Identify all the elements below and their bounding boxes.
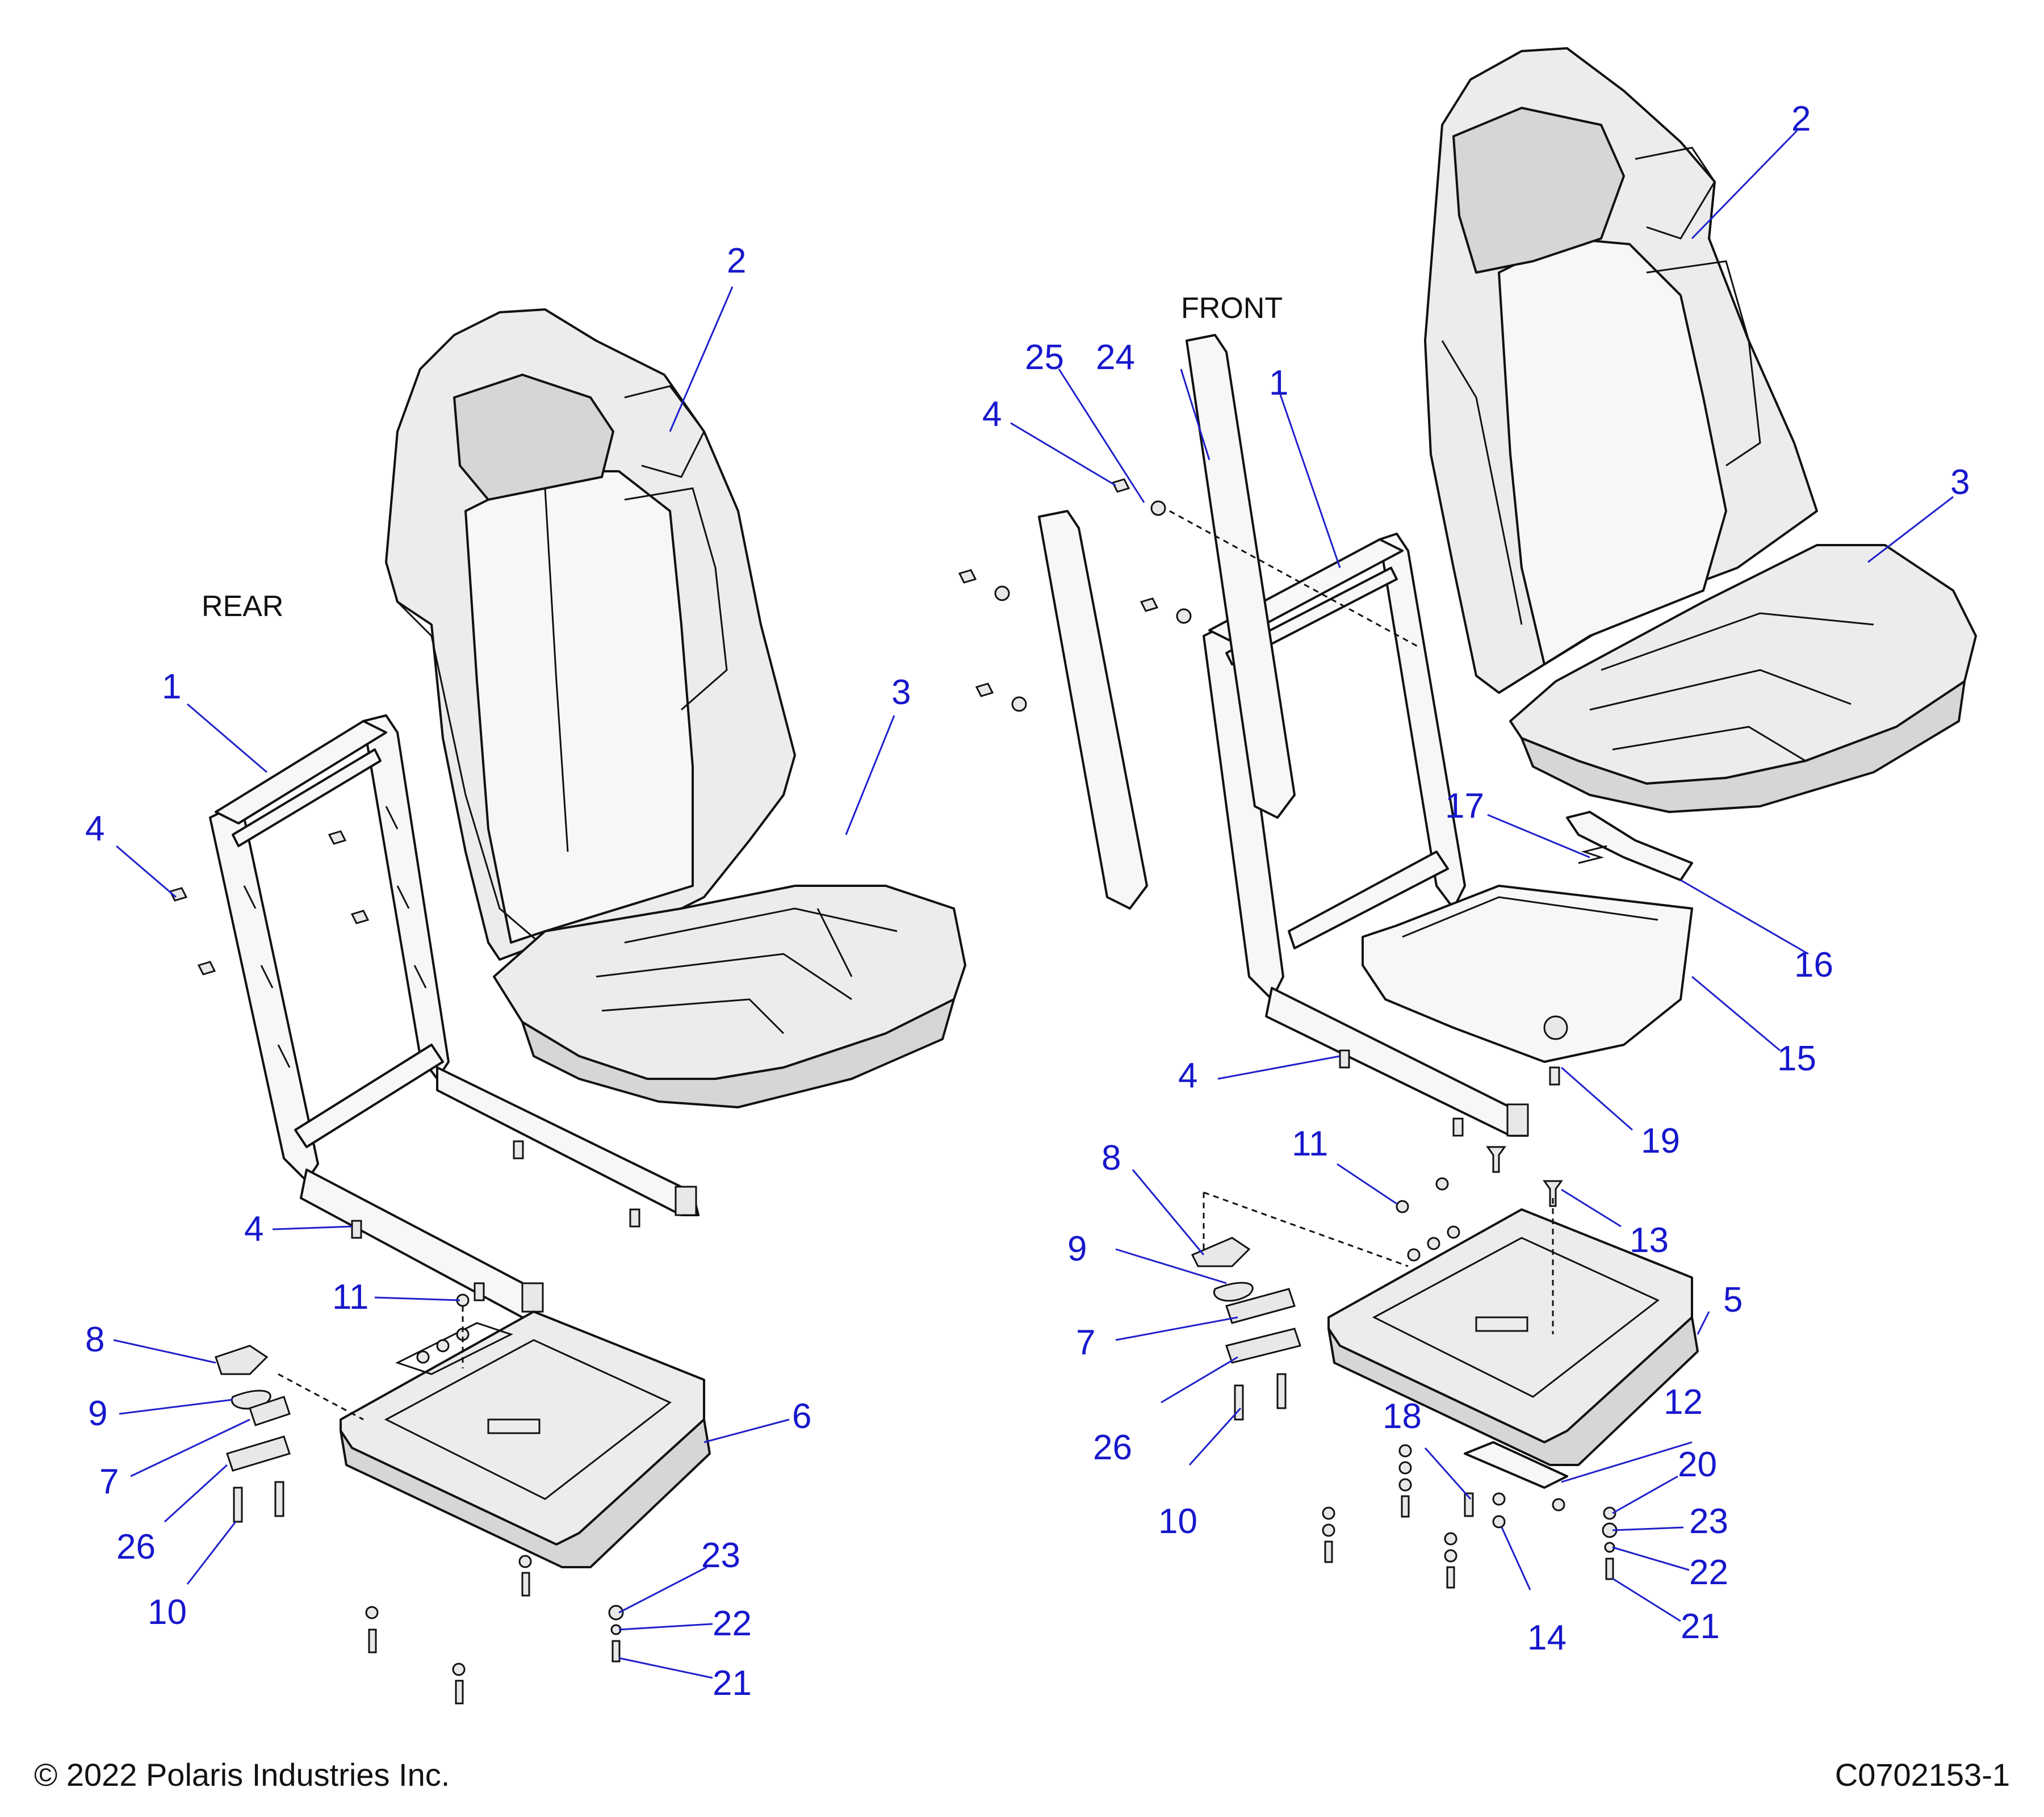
front-seat-back (1424, 47, 1818, 694)
rear-latch-hardware (215, 1345, 364, 1523)
rear-seat-back (385, 308, 796, 961)
front-seat-base (1327, 1208, 1699, 1466)
rear-frame-bolts (169, 830, 640, 1301)
rear-fasteners (365, 1293, 624, 1705)
callout-front-18: 18 (1383, 1397, 1422, 1436)
callout-front-11: 11 (1292, 1124, 1328, 1163)
callout-front-3: 3 (1950, 463, 1970, 502)
callout-rear-4b: 4 (244, 1209, 263, 1249)
callout-front-2: 2 (1791, 99, 1811, 139)
callout-front-4b: 4 (1178, 1056, 1197, 1095)
callout-front-8: 8 (1101, 1138, 1121, 1178)
callout-rear-21: 21 (713, 1664, 752, 1703)
callout-front-13: 13 (1630, 1221, 1669, 1260)
rear-callouts: 2 3 1 4 4 11 6 8 9 7 26 10 23 22 21 (85, 241, 911, 1703)
callout-front-24: 24 (1096, 338, 1135, 377)
callout-rear-26: 26 (116, 1527, 156, 1567)
callout-rear-10: 10 (148, 1593, 187, 1632)
callout-rear-23: 23 (701, 1536, 740, 1575)
callout-front-21: 21 (1681, 1607, 1720, 1646)
callout-front-20: 20 (1678, 1445, 1717, 1484)
rear-bolt-10 (233, 1487, 243, 1523)
rear-plate-26 (226, 1435, 291, 1472)
callout-front-23: 23 (1689, 1502, 1728, 1541)
rear-seat-frame (209, 714, 700, 1318)
callout-front-10: 10 (1158, 1502, 1197, 1541)
callout-rear-4a: 4 (85, 809, 104, 848)
front-handle-16 (1566, 811, 1693, 881)
callout-rear-11: 11 (332, 1278, 368, 1317)
callout-rear-1: 1 (162, 667, 181, 706)
callout-rear-22: 22 (713, 1604, 752, 1643)
front-rail-bolts (958, 478, 1464, 1137)
callout-rear-9: 9 (88, 1394, 107, 1433)
rear-latch-8 (215, 1345, 269, 1375)
front-plate-12 (1464, 1441, 1568, 1489)
callout-front-9: 9 (1067, 1229, 1087, 1268)
callout-front-15: 15 (1777, 1039, 1816, 1078)
front-side-rails (1038, 334, 1296, 910)
callout-front-12: 12 (1664, 1383, 1703, 1422)
callout-front-25: 25 (1025, 338, 1064, 377)
section-labels: REAR FRONT (202, 292, 1283, 623)
callout-front-1: 1 (1269, 363, 1288, 403)
front-latch-hardware (1191, 1191, 1409, 1421)
callout-rear-7: 7 (99, 1462, 119, 1501)
leader-lines (113, 129, 1954, 1679)
callout-front-19: 19 (1641, 1121, 1680, 1161)
front-seat-assembly (958, 47, 1977, 1589)
front-seat-bottom (1509, 544, 1977, 813)
front-label: FRONT (1181, 292, 1283, 325)
callout-front-4a: 4 (982, 395, 1002, 434)
callout-front-22: 22 (1689, 1553, 1728, 1592)
rear-seat-assembly (169, 308, 966, 1705)
callout-front-26: 26 (1093, 1428, 1132, 1467)
callout-rear-2: 2 (727, 241, 746, 280)
callout-rear-8: 8 (85, 1320, 104, 1359)
callout-front-16: 16 (1794, 945, 1833, 985)
footer: © 2022 Polaris Industries Inc. C0702153-… (34, 1757, 2010, 1793)
diagram-id: C0702153-1 (1835, 1757, 2010, 1793)
rear-seat-bottom (493, 885, 966, 1108)
callout-front-5: 5 (1723, 1280, 1743, 1320)
copyright-text: © 2022 Polaris Industries Inc. (34, 1757, 450, 1793)
rear-plate-7 (249, 1396, 291, 1426)
callout-rear-6: 6 (792, 1397, 811, 1436)
callout-front-14: 14 (1527, 1618, 1566, 1657)
callout-front-7: 7 (1076, 1323, 1095, 1362)
front-spring-17 (1578, 845, 1607, 864)
front-bolt-19 (1549, 1066, 1560, 1086)
front-callouts: 2 3 1 24 25 4 4 17 16 15 19 11 13 5 8 9 … (982, 99, 1970, 1657)
rear-seat-base (340, 1311, 711, 1568)
rear-label: REAR (202, 590, 283, 623)
front-fasteners (1322, 1146, 1618, 1589)
callout-front-17: 17 (1445, 786, 1484, 826)
callout-rear-3: 3 (891, 673, 911, 712)
front-adjuster-pan (1362, 811, 1693, 1086)
